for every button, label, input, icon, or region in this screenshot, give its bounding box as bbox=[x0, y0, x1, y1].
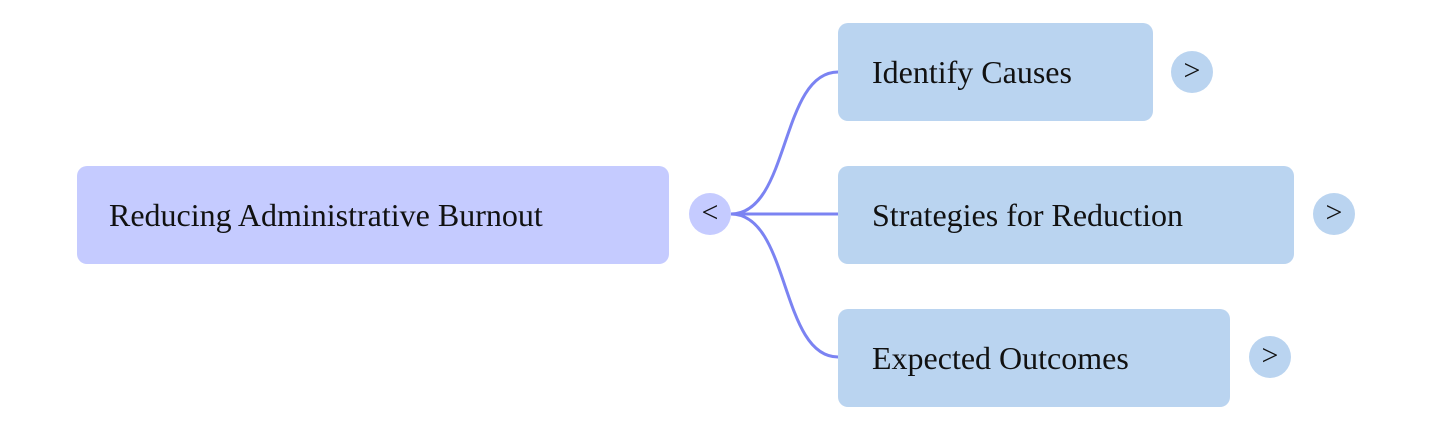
child-node-identify-causes[interactable]: Identify Causes bbox=[838, 23, 1153, 121]
connector-identify-causes bbox=[730, 70, 839, 216]
child-node-strategies-for-reduction[interactable]: Strategies for Reduction bbox=[838, 166, 1294, 264]
expand-toggle-strategies-for-reduction[interactable]: > bbox=[1313, 193, 1355, 235]
expand-icon: > bbox=[1325, 195, 1343, 229]
connector-expected-outcomes bbox=[730, 212, 839, 359]
collapse-toggle[interactable]: < bbox=[689, 193, 731, 235]
child-node-label: Identify Causes bbox=[872, 53, 1072, 90]
child-node-label: Expected Outcomes bbox=[872, 339, 1129, 376]
expand-toggle-expected-outcomes[interactable]: > bbox=[1249, 336, 1291, 378]
root-node-label: Reducing Administrative Burnout bbox=[109, 196, 543, 233]
expand-icon: > bbox=[1261, 338, 1279, 372]
child-node-expected-outcomes[interactable]: Expected Outcomes bbox=[838, 309, 1230, 407]
child-node-label: Strategies for Reduction bbox=[872, 196, 1184, 233]
collapse-icon: < bbox=[701, 195, 719, 229]
expand-icon: > bbox=[1183, 53, 1201, 87]
root-node[interactable]: Reducing Administrative Burnout bbox=[77, 166, 669, 264]
expand-toggle-identify-causes[interactable]: > bbox=[1171, 51, 1213, 93]
